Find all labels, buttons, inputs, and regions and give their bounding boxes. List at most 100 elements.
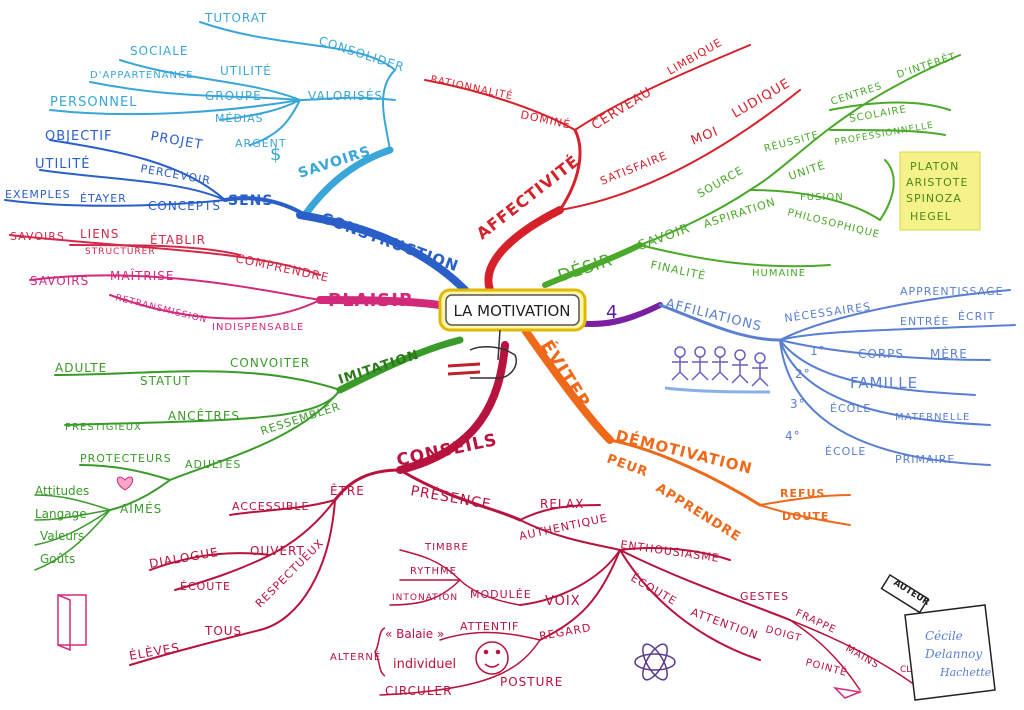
word-frappe: FRAPPE [794,608,838,636]
word-balaie: « Balaie » [385,627,444,641]
arrow-icon [832,686,863,699]
word-corps: CORPS [858,347,904,361]
face-icon [475,641,509,675]
word-structurer: STRUCTURER [85,247,156,257]
word-ecoute2: ÉCOUTE [629,571,680,608]
word-statut: STATUT [140,374,191,388]
word-etre: ÊTRE [330,483,365,498]
author-line1: Cécile [925,629,963,643]
word-mere: MÈRE [930,346,968,361]
affiliations-words: NÉCESSAIRES APPRENTISSAGE ENTRÉE ÉCRIT 1… [784,285,1003,466]
sens-words: OBJECTIF PROJET UTILITÉ PERCEVOIR EXEMPL… [5,129,221,213]
philosopher-4: HEGEL [910,210,952,223]
word-attention: ATTENTION [689,606,760,642]
word-ecoute: ÉCOUTE [180,580,231,593]
center-node: LA MOTIVATION 4 [438,288,617,332]
word-peur: PEUR [605,452,651,481]
people-icon [664,346,771,394]
word-famille: FAMILLE [850,374,918,392]
word-tous: TOUS [204,624,242,638]
word-attitudes: Attitudes [35,484,89,498]
center-number: 4 [606,302,617,323]
word-scolaire: SCOLAIRE [849,104,908,125]
atom-icon [634,643,676,681]
word-mains: MAINS [844,643,882,671]
word-valeurs: Valeurs [40,529,84,543]
word-concepts: CONCEPTS [148,199,221,213]
num-4: 4° [785,429,801,443]
word-timbre: TIMBRE [424,542,469,553]
word-entree: ENTRÉE [900,315,949,328]
word-source: SOURCE [695,164,746,201]
word-humaine: HUMAINE [752,268,806,279]
word-valorises: VALORISÉS [308,88,383,103]
word-appartenance: D'APPARTENANCE [90,70,193,81]
word-protecteurs: PROTECTEURS [80,452,172,465]
word-professionnelle: PROFESSIONNELLE [834,121,935,148]
word-retransmission: RETRANSMISSION [114,293,208,326]
branch-construction: CONSTRUCTION [319,209,462,276]
word-prestigieux: PRESTIGIEUX [65,422,142,433]
word-refus: REFUS [780,487,825,500]
word-medias: MÉDIAS [215,112,264,125]
word-limbique: LIMBIQUE [665,36,725,78]
word-maitrise: MAÎTRISE [110,268,175,283]
word-ecrit: ÉCRIT [958,310,995,323]
word-tutorat: TUTORAT [204,11,267,25]
branch-plaisir: PLAISIR [328,290,414,311]
author-line2: Delannoy [924,647,982,661]
word-liens: LIENS [80,227,119,241]
word-presence: PRÉSENCE [409,482,493,513]
word-langage: Langage [35,507,87,521]
hand-icon [447,329,517,379]
branch-conseils: CONSEILS [395,430,499,471]
eviter-words: DÉMOTIVATION PEUR APPRENDRE REFUS DOUTE [605,425,829,545]
word-maternelle: MATERNELLE [895,412,970,423]
author-line3: Hachette [939,666,992,679]
word-exemples: EXEMPLES [5,188,71,201]
word-domine: DOMINÉ [519,108,572,131]
word-objectif: OBJECTIF [45,129,113,144]
word-adulte: ADULTE [55,361,107,375]
branch-affiliations: AFFILIATIONS [664,296,763,334]
branch-imitation: IMITATION [337,348,422,388]
word-attentif: ATTENTIF [460,620,519,633]
word-fusion: FUSION [800,192,844,203]
word-primaire: PRIMAIRE [895,453,955,466]
word-finalite: FINALITÉ [649,258,707,282]
plaisir-words: SAVOIRS MAÎTRISE RETRANSMISSION INDISPEN… [30,268,303,333]
word-gestes: GESTES [740,590,789,603]
door-icon [57,594,87,652]
word-authentique: AUTHENTIQUE [518,511,609,543]
word-consolider: CONSOLIDER [317,34,406,75]
word-comprendre: COMPRENDRE [234,251,330,285]
word-projet: PROJET [149,129,204,153]
word-pointe: POINTÉ [804,655,849,679]
word-accessible: ACCESSIBLE [232,500,309,513]
imitation-words: ADULTE STATUT CONVOITER PRESTIGIEUX ANCÊ… [35,356,342,566]
word-utilite2: UTILITÉ [35,156,91,172]
word-ouvert: OUVERT [250,544,305,558]
word-percevoir: PERCEVOIR [139,162,211,187]
word-utilite: UTILITÉ [220,63,272,78]
word-doute: DOUTE [782,510,829,523]
word-ecole2: ÉCOLE [825,445,866,458]
branch-sens: SENS [228,193,273,209]
word-unite: UNITÉ [787,159,827,183]
center-title: LA MOTIVATION [453,302,570,320]
word-eleves: ÉLÈVES [128,639,181,663]
word-argent: ARGENT [235,137,287,150]
word-dinteret: D'INTÉRÊT [895,49,958,80]
book-icon [904,604,996,701]
word-rythme: RYTHME [410,566,457,577]
word-ancetres: ANCÊTRES [168,408,240,423]
word-ludique: LUDIQUE [730,76,794,121]
word-posture: POSTURE [500,675,563,689]
word-individuel: individuel [393,657,456,672]
word-cerveau: CERVEAU [589,85,655,134]
word-satisfaire: SATISFAIRE [598,149,669,188]
word-convoiter: CONVOITER [230,356,310,370]
dollar-icon: $ [270,144,281,165]
word-sociale: SOCIALE [130,44,188,58]
